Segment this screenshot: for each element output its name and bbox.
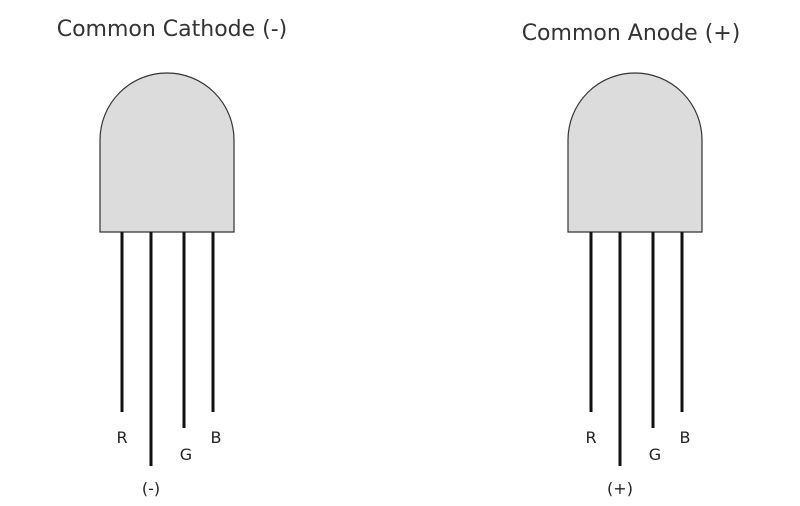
common-cathode-pin-label-r: R bbox=[116, 428, 127, 447]
common-anode-pin-label-g: G bbox=[649, 445, 661, 464]
common-cathode-pin-label-g: G bbox=[180, 445, 192, 464]
common-cathode-led: Common Cathode (-) R (-) G B bbox=[57, 17, 288, 498]
common-cathode-pin-label-common: (-) bbox=[142, 479, 160, 498]
common-anode-pin-label-common: (+) bbox=[607, 479, 633, 498]
common-anode-led: Common Anode (+) R (+) G B bbox=[522, 21, 741, 498]
common-anode-pin-label-r: R bbox=[585, 428, 596, 447]
common-anode-title: Common Anode (+) bbox=[522, 21, 741, 46]
common-anode-led-body bbox=[567, 72, 703, 233]
common-cathode-title: Common Cathode (-) bbox=[57, 17, 288, 42]
common-cathode-led-body bbox=[99, 72, 235, 233]
common-anode-pin-label-b: B bbox=[680, 428, 691, 447]
common-cathode-pin-label-b: B bbox=[211, 428, 222, 447]
